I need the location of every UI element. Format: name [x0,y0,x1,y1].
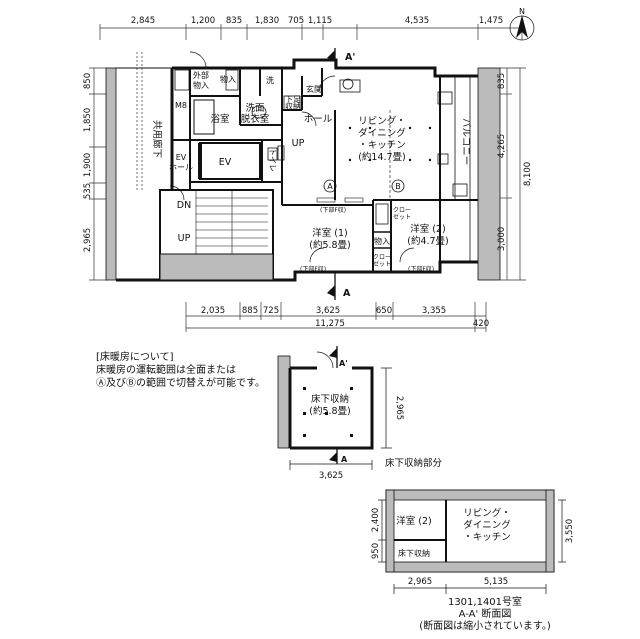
section-marker-bottom: A [343,288,351,299]
room-bath: 浴室 [210,113,229,125]
section-caption-note: (断面図は縮小されています。) [419,621,551,632]
floor-heating-note: [床暖房について] 床暖房の運転範囲は全面または Ⓐ及びⒷの範囲で切替えが可能で… [96,351,276,390]
circle-b-label: B [395,182,401,191]
room-hall: ホール [304,114,333,125]
note-title: [床暖房について] [96,352,174,363]
dim-left-4: 535 [83,183,93,199]
dim-top-2: 1,200 [191,16,215,26]
stair-dn: DN [177,200,191,211]
dim-left-5: 2,965 [83,228,93,252]
dim-bottom-total: 11,275 [315,319,345,329]
dim-bottom-4: 3,625 [316,306,340,316]
room-floor-storage-f: (下部F収) [320,206,346,214]
room-balcony: バルコニー [460,118,471,165]
stair-up-2: UP [178,233,191,244]
room-ldk-size: (約14.7畳) [358,151,406,163]
dim-bottom-3: 725 [263,306,279,316]
section-dim-950: 950 [371,543,381,559]
dim-right-2: 4,265 [497,134,507,158]
section-western-2: 洋室 (2) [396,515,431,527]
stair-up-1: UP [292,138,305,149]
room-wash: 洗 [266,75,274,85]
under-floor-dim-w: 3,625 [319,471,343,481]
dim-bottom-1: 2,035 [201,306,225,316]
under-floor-room: 床下収納 [311,393,349,405]
north-arrow-icon [509,15,535,41]
room-storage-top: 物入 [220,74,236,84]
section-caption-title: A-A' 断面図 [458,609,512,620]
room-ldk: リビング・ダイニング・キッチン [358,115,406,151]
dim-top-7: 4,535 [405,16,429,26]
room-outside-storage: 外部物入 [193,70,209,90]
room-floor-storage-under-1: (下部F収) [300,265,326,273]
dim-top-8: 1,475 [479,16,503,26]
section-dim-2400: 2,400 [371,508,381,532]
room-closet-2: クローゼット [373,254,391,268]
room-western-1: 洋室 (1) [312,227,347,239]
dim-left-1: 850 [83,73,93,89]
section-caption-room: 1301,1401号室 [447,597,523,608]
room-washroom: 洗面脱衣室 [241,102,270,125]
under-section-marker-top: A' [339,359,348,368]
room-common-corridor: 共用廊下 [151,120,163,158]
under-section-marker-bottom: A [341,455,348,464]
section-dim-3550: 3,550 [565,519,575,543]
section-caption: 1301,1401号室 A-A' 断面図 (断面図は縮小されています。) [400,597,570,633]
dim-top-4: 1,830 [255,16,279,26]
room-toilet: トイレ [268,148,277,172]
dim-bottom-6: 3,355 [422,306,446,316]
dim-top-5: 705 [288,16,304,26]
dim-left-2: 1,850 [83,108,93,132]
room-western-1-size: (約5.8畳) [309,239,351,251]
section-dim-2965: 2,965 [408,577,432,587]
dim-top-3: 835 [226,16,242,26]
dim-right-1: 835 [497,73,507,89]
room-m8: M8 [175,101,187,110]
dim-bottom-extra: 420 [473,319,489,329]
room-western-2: 洋室 (2) [410,223,445,235]
under-floor-dim-h: 2,965 [394,396,404,420]
dim-right-3: 3,000 [497,227,507,251]
section-marker-top: A' [345,52,355,63]
section-under: 床下収納 [398,548,430,558]
dim-bottom-5: 650 [376,306,392,316]
north-label: N [519,7,525,16]
room-entrance: 玄関 [306,84,322,94]
room-ev: EV [219,157,232,168]
room-storage-mid: 物入 [374,236,390,246]
room-western-2-size: (約4.7畳) [407,235,449,247]
under-floor-caption: 床下収納部分 [385,457,443,469]
section-dim-5135: 5,135 [484,577,508,587]
room-floor-storage-under-2: (下部F収) [408,265,434,273]
dim-right-total: 8,100 [523,162,533,186]
under-floor-size: (約5.8畳) [309,405,351,417]
circle-a-label: A [327,182,333,191]
note-line-2: Ⓐ及びⒷの範囲で切替えが可能です。 [96,378,265,389]
dim-top-1: 2,845 [131,16,155,26]
dim-top-6: 1,115 [308,16,332,26]
room-shoe-box: 下足収納 [285,95,301,111]
dim-bottom-2: 885 [242,306,258,316]
section-ldk: リビング・ダイニング・キッチン [463,507,511,543]
room-closet-1: クローゼット [393,207,411,221]
dim-left-3: 1,900 [83,153,93,177]
note-line-1: 床暖房の運転範囲は全面または [96,365,236,376]
